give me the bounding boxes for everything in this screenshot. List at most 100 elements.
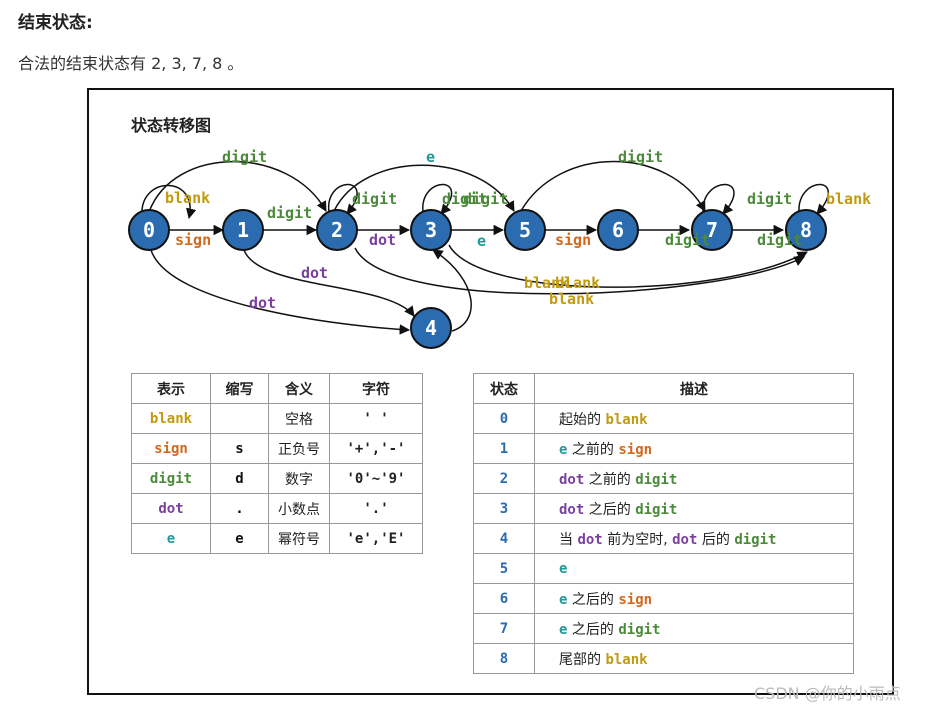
edge-4-3 (432, 249, 472, 332)
token-sign: sign (618, 441, 653, 458)
symbol-abbr: d (210, 463, 269, 494)
edge-label-digit: digit (442, 190, 487, 208)
symbol-repr: blank (131, 403, 211, 434)
symbol-table-header: 字符 (329, 373, 423, 404)
state-id: 3 (473, 493, 535, 524)
section-heading: 结束状态: (18, 13, 93, 33)
edge-2-5 (333, 164, 515, 212)
symbol-table-header: 含义 (268, 373, 330, 404)
edge-3-8 (448, 244, 808, 288)
desc-text: 之后的 (567, 621, 619, 638)
symbol-meaning: 幂符号 (268, 523, 330, 554)
state-description: e (534, 553, 854, 584)
state-node-4: 4 (410, 307, 452, 349)
state-description: e 之后的 digit (534, 613, 854, 644)
state-node-7: 7 (691, 209, 733, 251)
symbol-meaning: 小数点 (268, 493, 330, 524)
state-description: 起始的 blank (534, 403, 854, 434)
svg-text:3: 3 (425, 218, 437, 242)
edge-label-digit: digit (267, 204, 312, 222)
symbol-chars: ' ' (329, 403, 423, 434)
state-description: 尾部的 blank (534, 643, 854, 674)
state-node-8: 8 (785, 209, 827, 251)
desc-text: 之后的 (584, 501, 636, 518)
state-table-header: 状态 (473, 373, 535, 404)
state-table-header: 描述 (534, 373, 854, 404)
state-node-0: 0 (128, 209, 170, 251)
symbol-table-header: 表示 (131, 373, 211, 404)
edge-label-blank: blank (165, 189, 210, 207)
desc-text: 当 (559, 531, 578, 548)
svg-text:1: 1 (237, 218, 249, 242)
token-dot: dot (577, 531, 603, 548)
edge-label-digit: digit (352, 190, 397, 208)
desc-text: 之前的 (567, 441, 619, 458)
symbol-repr: e (131, 523, 211, 554)
symbol-abbr: s (210, 433, 269, 464)
state-id: 1 (473, 433, 535, 464)
token-digit: digit (635, 501, 678, 518)
state-node-3: 3 (410, 209, 452, 251)
svg-text:7: 7 (706, 218, 718, 242)
edge-label-blank: blank (555, 274, 600, 292)
state-id: 0 (473, 403, 535, 434)
edge-label-digit: digit (757, 231, 802, 249)
token-digit: digit (734, 531, 777, 548)
token-e: e (559, 591, 568, 608)
desc-text: 起始的 (559, 411, 606, 428)
state-node-5: 5 (504, 209, 546, 251)
svg-text:6: 6 (612, 218, 624, 242)
svg-text:8: 8 (800, 218, 812, 242)
edge-0-4 (150, 249, 411, 335)
svg-text:0: 0 (143, 218, 155, 242)
state-id: 2 (473, 463, 535, 494)
state-id: 6 (473, 583, 535, 614)
diagram-title: 状态转移图 (131, 116, 212, 135)
symbol-abbr (210, 403, 269, 434)
state-id: 7 (473, 613, 535, 644)
state-id: 8 (473, 643, 535, 674)
desc-text: 之前的 (584, 471, 636, 488)
edge-label-digit: digit (222, 148, 267, 166)
svg-text:5: 5 (519, 218, 531, 242)
edge-label-digit: digit (665, 231, 710, 249)
desc-text: 后的 (697, 531, 735, 548)
symbol-chars: 'e','E' (329, 523, 423, 554)
token-e: e (559, 621, 568, 638)
state-id: 4 (473, 523, 535, 554)
state-node-1: 1 (222, 209, 264, 251)
state-description: e 之前的 sign (534, 433, 854, 464)
edge-label-blank: blank (826, 190, 871, 208)
state-description: dot 之后的 digit (534, 493, 854, 524)
token-e: e (559, 441, 568, 458)
edge-2-8 (354, 247, 805, 295)
desc-text: 前为空时, (602, 531, 673, 548)
token-blank: blank (605, 411, 648, 428)
state-node-2: 2 (316, 209, 358, 251)
edge-3-3 (422, 183, 453, 215)
svg-text:4: 4 (425, 316, 437, 340)
symbol-abbr: e (210, 523, 269, 554)
edge-1-4 (243, 249, 415, 317)
symbol-meaning: 空格 (268, 403, 330, 434)
token-digit: digit (635, 471, 678, 488)
symbol-repr: sign (131, 433, 211, 464)
state-description: e 之后的 sign (534, 583, 854, 614)
edge-7-7 (702, 183, 735, 215)
state-id: 5 (473, 553, 535, 584)
token-blank: blank (605, 651, 648, 668)
edge-label-digit: digit (747, 190, 792, 208)
edge-0-0 (141, 184, 197, 220)
